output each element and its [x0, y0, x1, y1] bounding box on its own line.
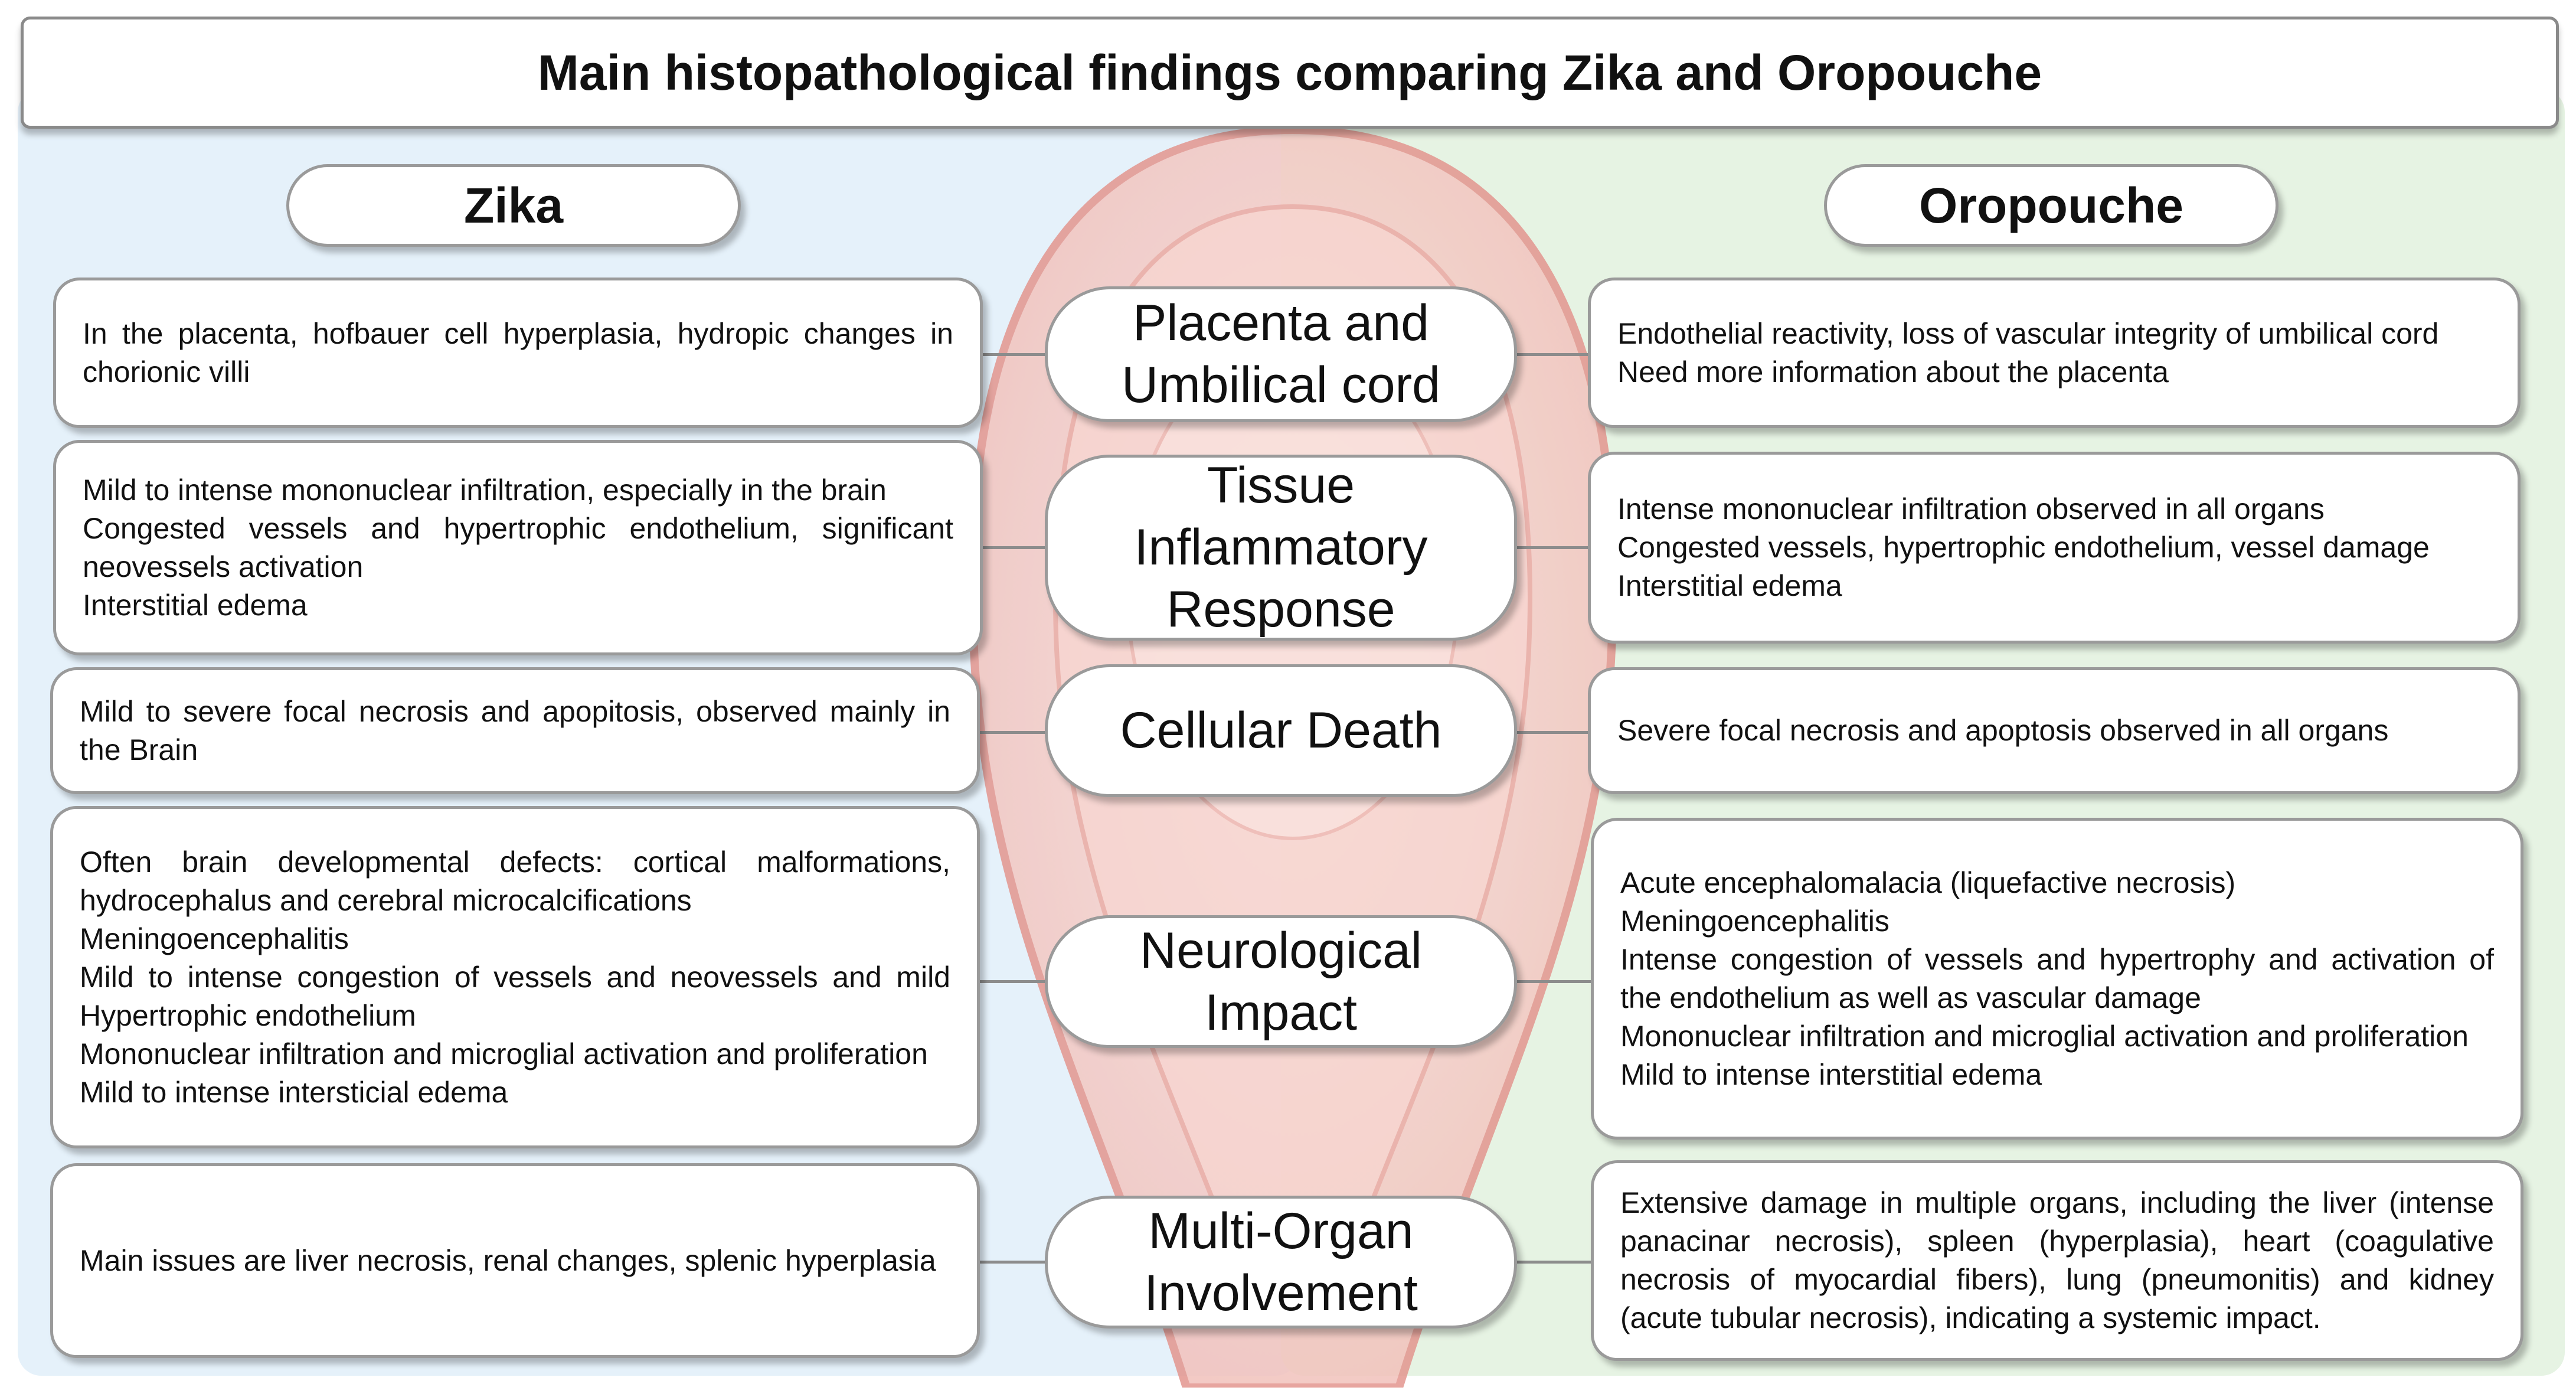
zika-neurological-text-4: Mononuclear infiltration and microglial …	[80, 1037, 928, 1070]
category-multi-organ-involvement: Multi-Organ Involvement	[1045, 1196, 1517, 1329]
zika-neurological-text-3: Mild to intense congestion of vessels an…	[80, 960, 950, 1032]
category-placenta-umbilical-cord: Placenta and Umbilical cord	[1045, 286, 1517, 422]
oropouche-inflammatory-box: Intense mononuclear infiltration observe…	[1588, 452, 2521, 644]
oropouche-placenta-text-1: Endothelial reactivity, loss of vascular…	[1617, 316, 2439, 350]
oropouche-placenta-box: Endothelial reactivity, loss of vascular…	[1588, 278, 2521, 428]
zika-multi-organ-text: Main issues are liver necrosis, renal ch…	[80, 1243, 936, 1277]
zika-inflammatory-text-1: Mild to intense mononuclear infiltration…	[83, 473, 887, 507]
connector-line	[1514, 1261, 1591, 1264]
oropouche-multi-organ-text: Extensive damage in multiple organs, inc…	[1620, 1186, 2494, 1334]
zika-inflammatory-text-2: Congested vessels and hypertrophic endot…	[83, 511, 953, 583]
connector-line	[979, 353, 1047, 356]
connector-line	[1514, 353, 1591, 356]
connector-line	[979, 731, 1047, 734]
oropouche-neurological-text-2: Meningoencephalitis	[1620, 904, 1889, 938]
oropouche-neurological-text-1: Acute encephalomalacia (liquefactive nec…	[1620, 866, 2236, 899]
zika-multi-organ-box: Main issues are liver necrosis, renal ch…	[50, 1163, 980, 1358]
category-neurological-impact: Neurological Impact	[1045, 915, 1517, 1048]
oropouche-inflammatory-text-1: Intense mononuclear infiltration observe…	[1617, 492, 2325, 525]
oropouche-inflammatory-text-2: Congested vessels, hypertrophic endothel…	[1617, 531, 2430, 564]
zika-neurological-text-1: Often brain developmental defects: corti…	[80, 845, 950, 917]
zika-placenta-text: In the placenta, hofbauer cell hyperplas…	[83, 316, 953, 389]
category-cellular-death: Cellular Death	[1045, 664, 1517, 797]
zika-inflammatory-box: Mild to intense mononuclear infiltration…	[53, 440, 983, 655]
zika-neurological-box: Often brain developmental defects: corti…	[50, 806, 980, 1148]
zika-neurological-text-5: Mild to intense intersticial edema	[80, 1075, 508, 1109]
oropouche-neurological-box: Acute encephalomalacia (liquefactive nec…	[1591, 818, 2523, 1140]
oropouche-neurological-text-3: Intense congestion of vessels and hypert…	[1620, 942, 2494, 1014]
zika-header: Zika	[286, 164, 741, 247]
oropouche-cellular-death-box: Severe focal necrosis and apoptosis obse…	[1588, 667, 2521, 794]
connector-line	[979, 1261, 1047, 1264]
oropouche-inflammatory-text-3: Interstitial edema	[1617, 569, 1842, 602]
connector-line	[1514, 731, 1591, 734]
category-tissue-inflammatory-response: Tissue Inflammatory Response	[1045, 455, 1517, 641]
zika-placenta-box: In the placenta, hofbauer cell hyperplas…	[53, 278, 983, 428]
connector-line	[1514, 980, 1591, 983]
zika-neurological-text-2: Meningoencephalitis	[80, 922, 349, 955]
oropouche-neurological-text-5: Mild to intense interstitial edema	[1620, 1057, 2042, 1091]
zika-cellular-death-box: Mild to severe focal necrosis and apopit…	[50, 667, 980, 794]
oropouche-multi-organ-box: Extensive damage in multiple organs, inc…	[1591, 1160, 2523, 1361]
connector-line	[979, 546, 1047, 549]
connector-line	[1514, 546, 1591, 549]
connector-line	[979, 980, 1047, 983]
oropouche-neurological-text-4: Mononuclear infiltration and microglial …	[1620, 1019, 2469, 1053]
zika-inflammatory-text-3: Interstitial edema	[83, 588, 308, 622]
diagram-title: Main histopathological findings comparin…	[21, 17, 2559, 129]
oropouche-placenta-text-2: Need more information about the placenta	[1617, 355, 2169, 389]
oropouche-cellular-death-text: Severe focal necrosis and apoptosis obse…	[1617, 714, 2389, 747]
zika-cellular-death-text: Mild to severe focal necrosis and apopit…	[80, 694, 950, 766]
oropouche-header: Oropouche	[1824, 164, 2278, 247]
